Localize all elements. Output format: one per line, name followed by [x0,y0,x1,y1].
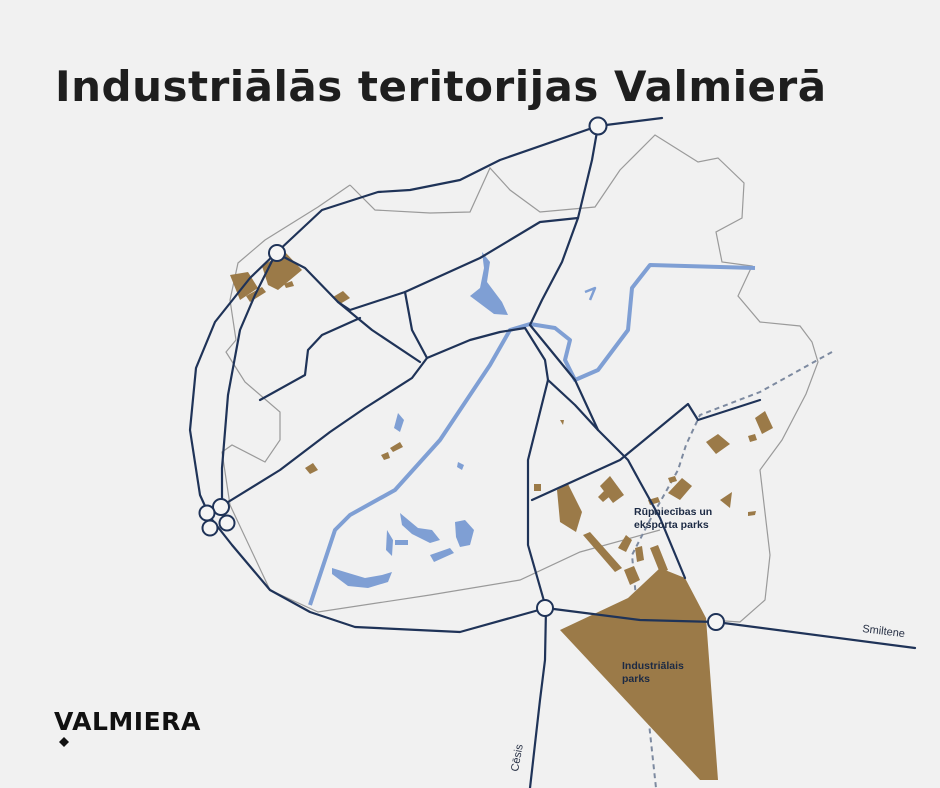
valmiera-logo: VALMIERA [54,707,201,736]
cesis-road-label: Cēsis [509,743,526,773]
map-title: Industriālās teritorijas Valmierā [55,62,827,111]
junctions [198,116,725,631]
railway-line [630,351,833,788]
industrial-park-label: Industriālais parks [622,660,687,685]
river-lakes [332,252,508,588]
logo-mark-icon [59,737,69,747]
city-boundary [221,134,819,623]
river [308,263,756,606]
smiltene-road-label: Smiltene [862,623,906,640]
export-park-label: Rūpniecības un eksporta parks [634,506,715,531]
